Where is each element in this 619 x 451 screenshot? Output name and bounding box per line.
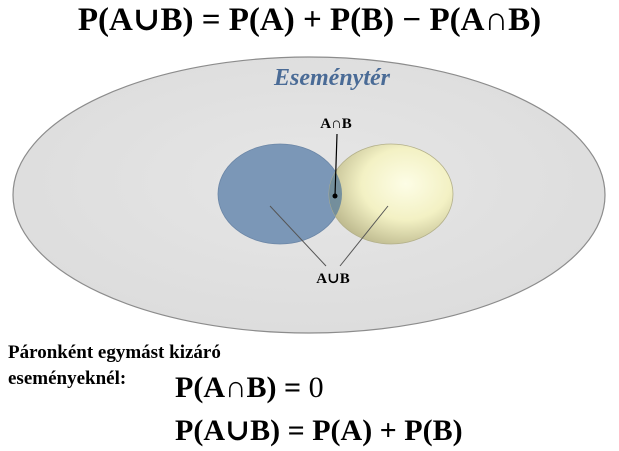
intersection-formula-lhs: P(A∩B) =	[175, 371, 302, 404]
union-pointer-line-b	[339, 205, 389, 267]
exclusive-events-note: Páronként egymást kizáró eseményeknél:	[8, 340, 221, 392]
intersection-label: A∩B	[320, 116, 352, 132]
intersection-pointer-dot	[332, 193, 338, 199]
union-formula: P(A∪B) = P(A) + P(B)	[175, 414, 463, 447]
note-line-2: eseményeknél:	[8, 368, 127, 389]
union-pointer-line-a	[269, 205, 327, 267]
intersection-pointer-line	[334, 133, 338, 197]
set-a-circle	[217, 143, 343, 245]
intersection-formula-rhs: 0	[308, 371, 324, 404]
intersection-formula: P(A∩B) = 0	[175, 370, 324, 406]
union-label: A∪B	[316, 271, 349, 287]
note-line-1: Páronként egymást kizáró	[8, 342, 221, 363]
sample-space-title: Eseménytér	[273, 65, 391, 91]
set-b-circle	[328, 143, 454, 245]
main-formula: P(A∪B) = P(A) + P(B) − P(A∩B)	[77, 2, 542, 38]
